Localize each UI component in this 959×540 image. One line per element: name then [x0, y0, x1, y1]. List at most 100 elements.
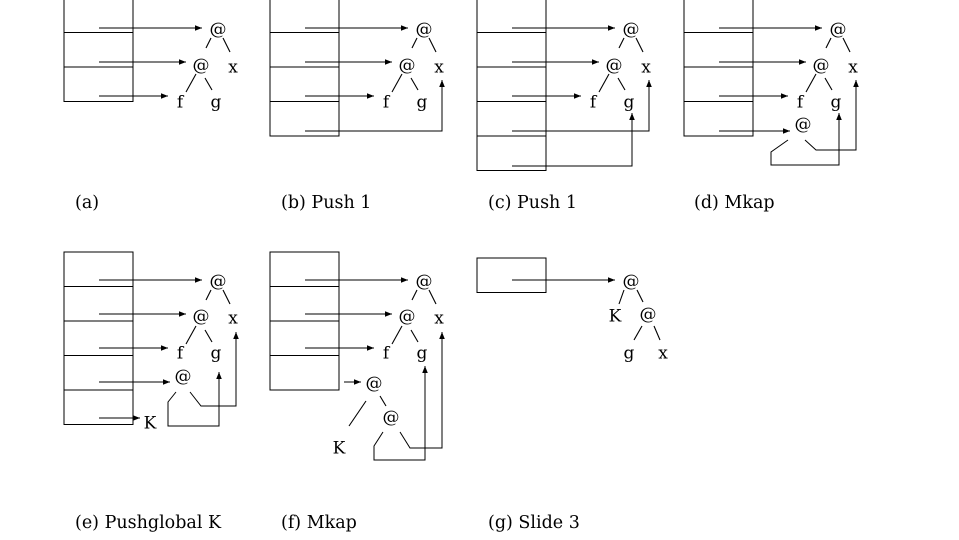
apply-node: @: [623, 20, 640, 40]
apply-node: @: [193, 56, 210, 76]
graph-edge: [391, 325, 403, 345]
graph-edges: [598, 37, 644, 93]
graph-edge: [598, 73, 610, 93]
leaf-node-f: f: [383, 344, 391, 364]
pointer-arrow: [305, 80, 445, 132]
leaf-node-x: x: [434, 309, 444, 329]
graph-edge: [428, 289, 437, 305]
stack: [63, 0, 134, 102]
pointer-arrow: [167, 372, 222, 427]
leaf-node-k: K: [333, 439, 346, 459]
apply-node: @: [210, 20, 227, 40]
graph-edge: [635, 37, 644, 53]
graph-edges: [185, 289, 231, 345]
graph-edge: [428, 37, 437, 53]
stack-frame: [683, 0, 754, 137]
graph-edge: [204, 329, 213, 343]
apply-node: @: [795, 115, 812, 135]
pointer-arrow: [189, 332, 239, 407]
pointer-arrows: [719, 25, 859, 166]
leaf-node-x: x: [228, 309, 238, 329]
leaf-node-g: g: [831, 93, 842, 113]
apply-node: @: [623, 272, 640, 292]
graph-edge: [391, 73, 403, 93]
leaf-node-k: K: [609, 307, 622, 327]
graph-edge: [618, 289, 625, 305]
graph-edge: [410, 329, 419, 343]
graph-edges: [618, 289, 661, 341]
leaf-node-x: x: [228, 58, 238, 78]
leaf-node-g: g: [211, 93, 222, 113]
apply-node: @: [640, 305, 657, 325]
graph-edges: [805, 37, 851, 93]
graph-edge: [205, 37, 212, 49]
graph-edge: [825, 37, 832, 49]
stack: [269, 0, 340, 137]
leaf-node-x: x: [641, 58, 651, 78]
leaf-node-x: x: [434, 58, 444, 78]
leaf-node-g: g: [417, 93, 428, 113]
stack-frame: [63, 0, 134, 102]
pointer-arrow: [770, 113, 842, 166]
graph-edge: [653, 325, 661, 341]
stack-frame: [63, 251, 134, 425]
graph-edge: [618, 37, 625, 49]
apply-node: @: [606, 56, 623, 76]
apply-node: @: [416, 272, 433, 292]
apply-node: @: [813, 56, 830, 76]
leaf-node-f: f: [177, 344, 185, 364]
pointer-arrows: [99, 277, 239, 427]
apply-node: @: [830, 20, 847, 40]
graph-edge: [824, 77, 833, 91]
leaf-node-g: g: [211, 344, 222, 364]
apply-node: @: [210, 272, 227, 292]
leaf-node-f: f: [590, 93, 598, 113]
leaf-node-g: g: [417, 344, 428, 364]
apply-node: @: [366, 374, 383, 394]
graph-edge: [185, 73, 197, 93]
panel-caption: (f) Mkap: [281, 513, 357, 533]
graph-edge: [805, 73, 817, 93]
graph-edge: [411, 37, 418, 49]
stack-frame: [476, 0, 547, 171]
apply-node: @: [399, 56, 416, 76]
panel-caption: (b) Push 1: [281, 193, 371, 213]
leaf-node-g: g: [624, 344, 635, 364]
stack: [476, 0, 547, 171]
leaf-node-x: x: [658, 344, 668, 364]
stack: [269, 251, 340, 391]
stack-frame: [269, 0, 340, 137]
apply-node: @: [399, 307, 416, 327]
graph-edge: [411, 289, 418, 301]
graph-edge: [222, 37, 231, 53]
pointer-arrow: [512, 80, 652, 132]
panel-caption: (g) Slide 3: [488, 513, 580, 533]
apply-node: @: [383, 408, 400, 428]
graph-edge: [379, 395, 387, 407]
graph-edge: [617, 77, 626, 91]
pointer-arrow: [804, 80, 859, 151]
panel-caption: (e) Pushglobal K: [75, 513, 222, 533]
graph-edge: [633, 325, 643, 341]
graph-edge: [205, 289, 212, 301]
leaf-node-k: K: [144, 414, 157, 434]
graph-edges: [391, 37, 437, 93]
pointer-arrow: [399, 332, 445, 449]
panel-caption: (a): [75, 193, 99, 213]
graph-edges: [348, 289, 437, 427]
graph-edge: [204, 77, 213, 91]
leaf-node-g: g: [624, 93, 635, 113]
stack: [476, 257, 547, 293]
